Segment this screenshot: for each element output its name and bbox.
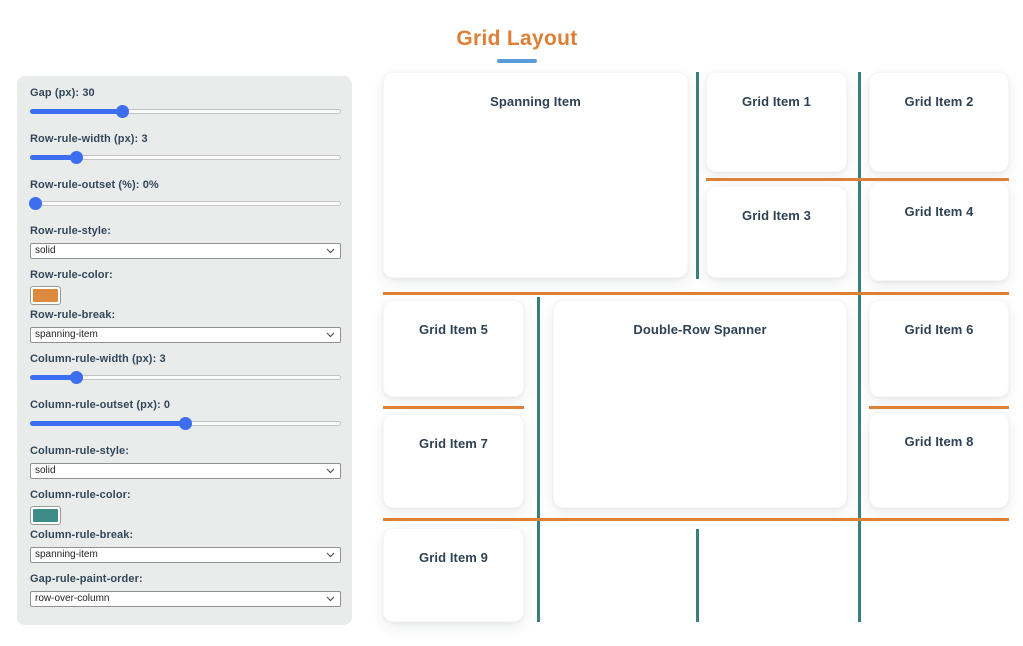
row-rule-color-input[interactable] (30, 286, 61, 305)
grid-card-5: Grid Item 5 (383, 300, 524, 397)
grid-card-3: Grid Item 3 (706, 186, 847, 278)
column-rule-width-control: Column-rule-width (px): 3 (30, 352, 341, 384)
slider-fill (30, 375, 77, 380)
column-rule-segment (858, 72, 861, 622)
row-rule-width-label: Row-rule-width (px): 3 (30, 133, 148, 145)
title-underline (497, 59, 537, 63)
row-rule-break-select[interactable]: spanning-item (30, 327, 341, 343)
row-rule-segment (383, 406, 524, 409)
select-value: solid (35, 465, 56, 476)
grid-card-7: Grid Item 7 (383, 414, 524, 508)
column-rule-break-control: Column-rule-break: spanning-item (30, 528, 341, 563)
select-value: spanning-item (35, 329, 98, 340)
column-rule-style-control: Column-rule-style: solid (30, 444, 341, 479)
row-rule-segment (383, 518, 1009, 521)
row-rule-color-label: Row-rule-color: (30, 269, 113, 281)
slider-fill (30, 109, 123, 114)
row-rule-segment (383, 292, 1009, 295)
column-rule-width-slider[interactable] (30, 371, 341, 384)
slider-track[interactable] (30, 375, 341, 380)
row-rule-width-slider[interactable] (30, 151, 341, 164)
slider-thumb[interactable] (69, 371, 83, 384)
row-rule-outset-label: Row-rule-outset (%): 0% (30, 179, 159, 191)
row-rule-break-control: Row-rule-break: spanning-item (30, 308, 341, 343)
column-rule-width-label: Column-rule-width (px): 3 (30, 353, 166, 365)
grid-card-spanning-item: Spanning Item (383, 72, 688, 278)
grid-card-2: Grid Item 2 (869, 72, 1009, 172)
grid-card-double-row-spanner: Double-Row Spanner (553, 300, 847, 508)
row-rule-outset-control: Row-rule-outset (%): 0% (29, 178, 341, 210)
column-rule-segment (537, 297, 540, 622)
column-rule-segment (696, 72, 699, 279)
gap-rule-paint-order-select[interactable]: row-over-column (30, 591, 341, 607)
chevron-down-icon (326, 468, 335, 474)
slider-track[interactable] (30, 201, 341, 206)
grid-card-1: Grid Item 1 (706, 72, 847, 172)
slider-fill (30, 421, 185, 426)
column-rule-style-select[interactable]: solid (30, 463, 341, 479)
slider-thumb[interactable] (69, 151, 83, 164)
slider-thumb[interactable] (178, 417, 192, 430)
slider-track[interactable] (30, 109, 341, 114)
chevron-down-icon (326, 596, 335, 602)
slider-thumb[interactable] (29, 197, 43, 210)
column-rule-break-label: Column-rule-break: (30, 529, 134, 541)
select-value: spanning-item (35, 549, 98, 560)
select-value: solid (35, 245, 56, 256)
column-rule-segment (696, 529, 699, 622)
column-rule-color-label: Column-rule-color: (30, 489, 131, 501)
row-rule-segment (869, 406, 1009, 409)
row-rule-style-select[interactable]: solid (30, 243, 341, 259)
row-rule-break-label: Row-rule-break: (30, 309, 116, 321)
row-rule-style-label: Row-rule-style: (30, 225, 111, 237)
row-rule-segment (706, 178, 1009, 181)
column-rule-outset-label: Column-rule-outset (px): 0 (30, 399, 171, 411)
slider-fill (30, 155, 77, 160)
row-rule-width-control: Row-rule-width (px): 3 (30, 132, 341, 164)
gap-slider[interactable] (30, 105, 341, 118)
grid-card-6: Grid Item 6 (869, 300, 1009, 397)
color-swatch (33, 509, 58, 522)
gap-label: Gap (px): 30 (30, 87, 95, 99)
select-value: row-over-column (35, 593, 110, 604)
chevron-down-icon (326, 332, 335, 338)
grid-card-9: Grid Item 9 (383, 528, 524, 622)
gap-control: Gap (px): 30 (30, 86, 341, 118)
grid-card-8: Grid Item 8 (869, 412, 1009, 508)
slider-track[interactable] (30, 155, 341, 160)
color-swatch (33, 289, 58, 302)
row-rule-color-control: Row-rule-color: (30, 268, 339, 305)
chevron-down-icon (326, 552, 335, 558)
slider-thumb[interactable] (116, 105, 130, 118)
grid-card-4: Grid Item 4 (869, 182, 1009, 281)
column-rule-outset-control: Column-rule-outset (px): 0 (30, 398, 341, 430)
page-title: Grid Layout (456, 27, 578, 50)
row-rule-style-control: Row-rule-style: solid (30, 224, 341, 259)
column-rule-color-input[interactable] (30, 506, 61, 525)
controls-panel: Gap (px): 30 Row-rule-width (px): 3 Row-… (17, 76, 352, 625)
column-rule-style-label: Column-rule-style: (30, 445, 129, 457)
column-rule-color-control: Column-rule-color: (30, 488, 339, 525)
column-rule-outset-slider[interactable] (30, 417, 341, 430)
column-rule-break-select[interactable]: spanning-item (30, 547, 341, 563)
row-rule-outset-slider[interactable] (29, 197, 341, 210)
gap-rule-paint-order-control: Gap-rule-paint-order: row-over-column (30, 572, 341, 607)
gap-rule-paint-order-label: Gap-rule-paint-order: (30, 573, 143, 585)
chevron-down-icon (326, 248, 335, 254)
